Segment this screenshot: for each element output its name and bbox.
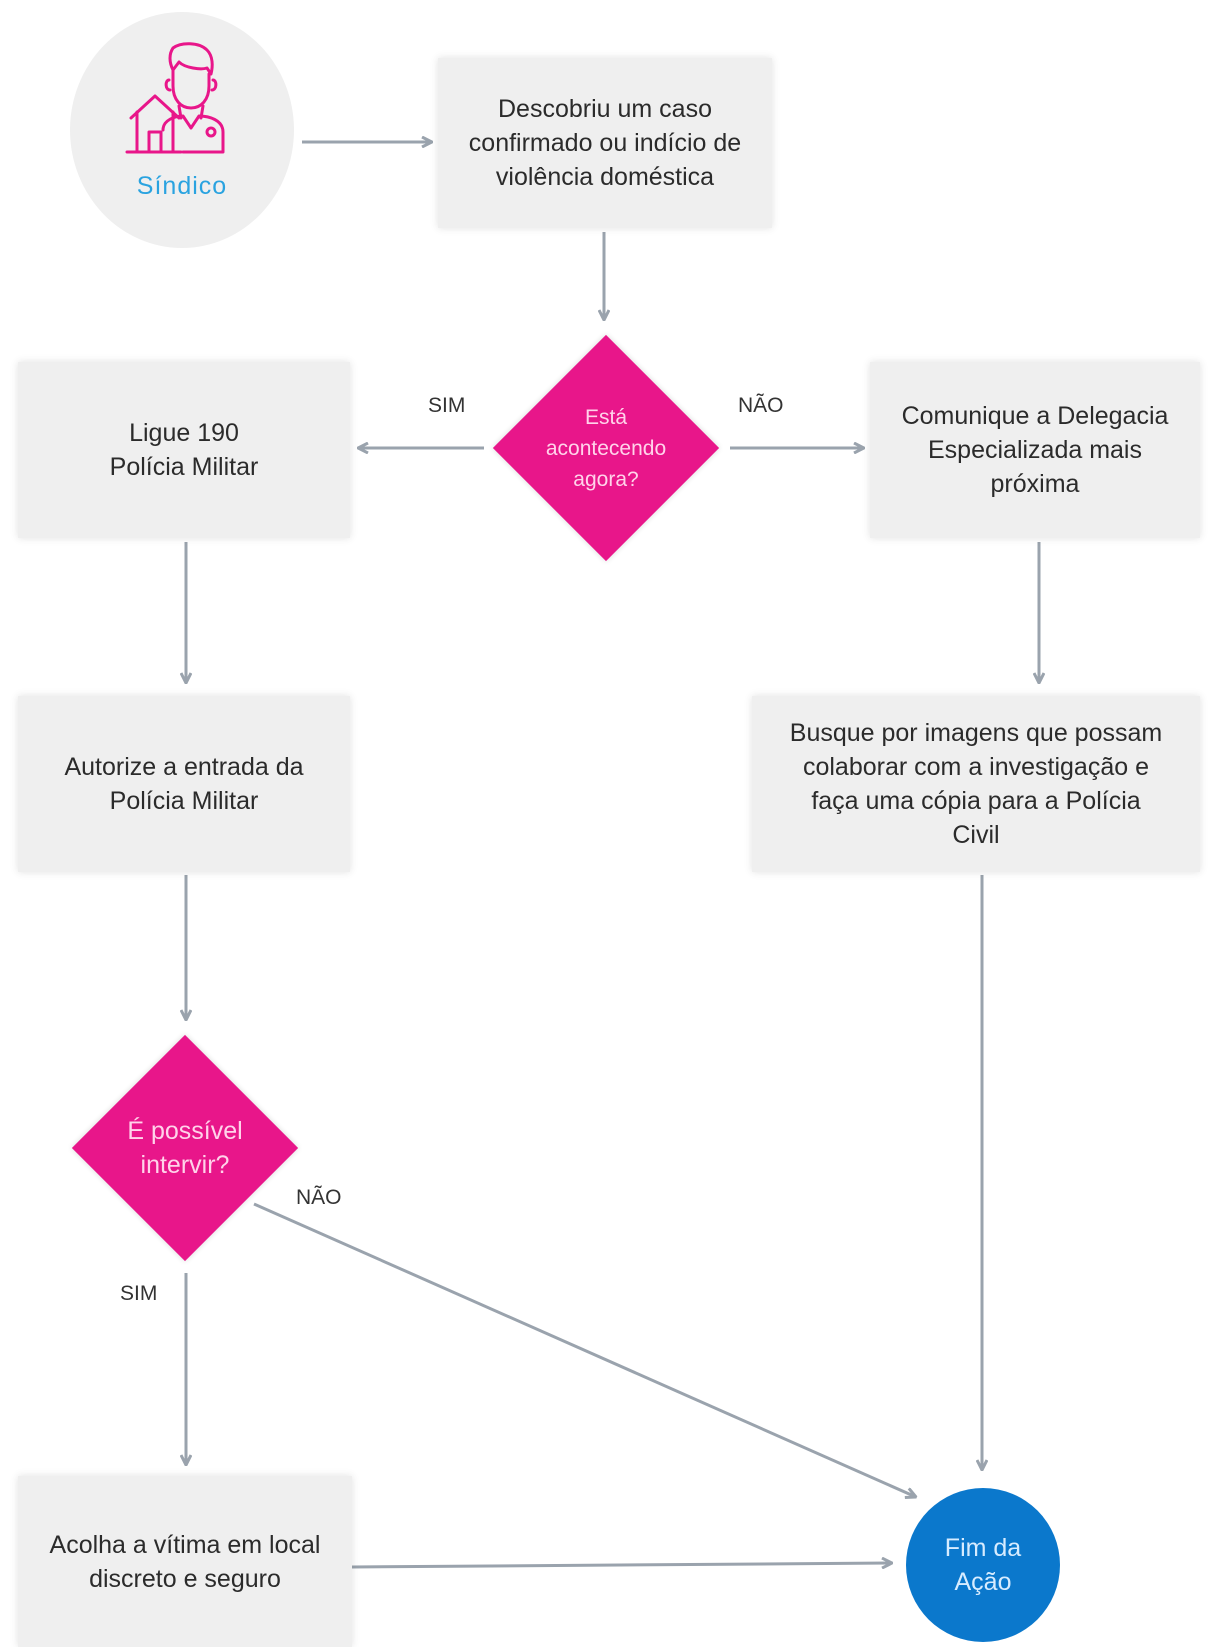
node-shelter-victim-text: Acolha a vítima em local discreto e segu… (49, 1530, 321, 1593)
edge-label-now-no: NÃO (738, 394, 784, 417)
decision-happening-now-text: Está acontecendo agora? (545, 405, 667, 491)
building-manager-icon (125, 42, 225, 154)
edge-label-now-yes: SIM (428, 394, 466, 417)
node-authorize-entry-text: Autorize a entrada da Polícia Militar (64, 753, 304, 815)
node-report-station-text: Comunique a Delegacia Especializada mais… (901, 402, 1169, 498)
node-search-images: Busque por imagens que possam colaborar … (752, 696, 1200, 872)
node-shelter-victim: Acolha a vítima em local discreto e segu… (18, 1476, 352, 1647)
node-call-190: Ligue 190 Polícia Militar (18, 362, 350, 538)
node-authorize-entry: Autorize a entrada da Polícia Militar (18, 696, 350, 872)
decision-can-intervene-text: É possível intervir? (127, 1117, 243, 1179)
decision-can-intervene: É possível intervir? (66, 1030, 304, 1266)
node-start-text: Descobriu um caso confirmado ou indício … (468, 95, 742, 191)
node-end: Fim da Ação (906, 1488, 1060, 1642)
decision-happening-now: Está acontecendo agora? (486, 330, 726, 566)
edge-shelter-to-end (351, 1563, 892, 1567)
node-report-station: Comunique a Delegacia Especializada mais… (870, 362, 1200, 538)
edge-label-intervene-yes: SIM (120, 1282, 158, 1305)
edge-intervene-no-to-end (253, 1202, 916, 1497)
actor-label: Síndico (136, 172, 228, 200)
node-call-190-text: Ligue 190 Polícia Militar (109, 419, 259, 481)
actor-sindico: Síndico (70, 12, 294, 248)
node-search-images-text: Busque por imagens que possam colaborar … (789, 719, 1163, 849)
edge-label-intervene-no: NÃO (296, 1186, 342, 1209)
node-start: Descobriu um caso confirmado ou indício … (438, 58, 772, 228)
